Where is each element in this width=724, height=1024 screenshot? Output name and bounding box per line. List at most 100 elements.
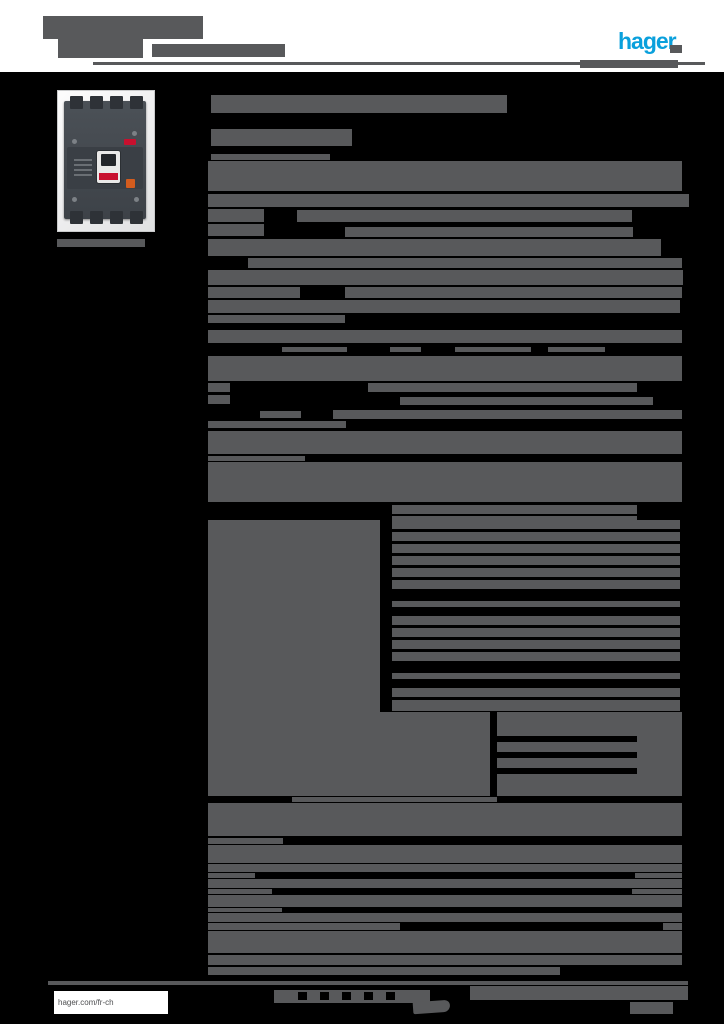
redacted-text-bar xyxy=(497,768,637,774)
redacted-text-bar xyxy=(208,395,230,404)
redacted-text-bar xyxy=(292,797,497,802)
redacted-text-bar xyxy=(58,38,143,58)
redacted-text-bar xyxy=(392,700,680,711)
redacted-text-bar xyxy=(208,462,682,502)
hager-logo: hager xyxy=(618,28,677,54)
redacted-text-bar xyxy=(57,239,145,247)
redacted-text-bar xyxy=(208,889,272,894)
redacted-text-bar xyxy=(342,992,351,1000)
redacted-text-bar xyxy=(208,864,682,872)
redacted-text-bar xyxy=(208,923,400,930)
redacted-text-bar xyxy=(632,889,682,894)
redacted-text-bar xyxy=(48,981,688,985)
redacted-text-bar xyxy=(208,895,682,907)
redacted-text-bar xyxy=(497,736,637,742)
product-photo xyxy=(57,90,155,232)
redacted-text-bar xyxy=(208,421,346,428)
redacted-text-bar xyxy=(208,383,230,392)
redacted-text-bar xyxy=(345,227,633,237)
redacted-text-bar xyxy=(211,129,352,146)
redacted-text-bar xyxy=(392,601,680,607)
redacted-text-bar xyxy=(208,845,682,863)
redacted-text-bar xyxy=(663,923,682,930)
redacted-text-bar xyxy=(333,410,682,419)
breaker-red-stripe xyxy=(99,173,118,180)
redacted-text-bar xyxy=(392,628,680,637)
redacted-text-bar xyxy=(208,209,264,222)
redacted-text-bar xyxy=(208,194,689,207)
redacted-text-bar xyxy=(208,712,490,796)
redacted-text-bar xyxy=(211,95,507,113)
redacted-text-bar xyxy=(208,239,661,256)
screw-icon xyxy=(134,197,139,202)
redacted-text-bar xyxy=(298,992,307,1000)
redacted-text-bar xyxy=(208,224,264,236)
redacted-text-bar xyxy=(208,300,680,313)
redacted-text-bar xyxy=(208,356,682,381)
redacted-text-bar xyxy=(497,752,637,758)
breaker-toggle-plate xyxy=(97,151,120,183)
redacted-text-bar xyxy=(152,44,285,57)
breaker-brand-mark xyxy=(124,139,136,145)
redacted-text-bar xyxy=(392,568,680,577)
breaker-terminal xyxy=(130,96,143,109)
redacted-text-bar xyxy=(208,838,283,844)
redacted-text-bar xyxy=(208,955,682,965)
screw-icon xyxy=(72,139,77,144)
redacted-text-bar xyxy=(93,62,705,65)
screw-icon xyxy=(132,131,137,136)
redacted-text-bar xyxy=(282,347,347,352)
redacted-text-bar xyxy=(208,931,682,953)
redacted-text-bar xyxy=(208,330,682,343)
breaker-terminal xyxy=(110,96,123,109)
footer-site-link[interactable]: hager.com/fr-ch xyxy=(58,998,114,1007)
redacted-text-bar xyxy=(368,383,637,392)
redacted-text-bar xyxy=(386,992,395,1000)
breaker-test-button xyxy=(126,179,135,188)
redacted-text-bar xyxy=(548,347,605,352)
redacted-text-bar xyxy=(208,161,682,191)
redacted-text-bar xyxy=(400,397,653,405)
redacted-text-bar xyxy=(392,616,680,625)
redacted-text-bar xyxy=(260,411,301,418)
redacted-text-bar xyxy=(208,803,682,836)
redacted-text-bar xyxy=(630,1002,673,1014)
redacted-text-bar xyxy=(208,873,255,878)
redacted-text-bar xyxy=(392,505,637,514)
redacted-text-bar xyxy=(392,673,680,679)
breaker-terminal xyxy=(110,211,123,224)
redacted-text-bar xyxy=(345,287,682,298)
redacted-text-bar xyxy=(208,456,305,461)
breaker-toggle-handle xyxy=(101,154,116,166)
redacted-text-bar xyxy=(208,908,282,912)
redacted-text-bar xyxy=(392,532,680,541)
redacted-text-bar xyxy=(635,873,682,878)
redacted-text-bar xyxy=(43,16,203,39)
redacted-text-bar xyxy=(297,210,632,222)
footer-signature-mark xyxy=(412,999,451,1015)
redacted-text-bar xyxy=(392,520,680,529)
redacted-text-bar xyxy=(392,640,680,649)
redacted-text-bar xyxy=(392,652,680,661)
redacted-text-bar xyxy=(670,45,682,53)
redacted-text-bar xyxy=(320,992,329,1000)
redacted-text-bar xyxy=(208,520,380,712)
redacted-text-bar xyxy=(392,688,680,697)
redacted-text-bar xyxy=(392,556,680,565)
redacted-text-bar xyxy=(248,258,682,268)
breaker-rating-label xyxy=(74,159,92,179)
redacted-text-bar xyxy=(455,347,531,352)
breaker-terminal xyxy=(90,211,103,224)
redacted-text-bar xyxy=(392,580,680,589)
breaker-body xyxy=(64,96,146,224)
screw-icon xyxy=(72,197,77,202)
redacted-text-bar xyxy=(211,154,330,160)
redacted-text-bar xyxy=(208,879,682,888)
breaker-terminal xyxy=(70,211,83,224)
redacted-text-bar xyxy=(470,986,688,1000)
breaker-terminal xyxy=(70,96,83,109)
redacted-text-bar xyxy=(208,967,560,975)
redacted-text-bar xyxy=(364,992,373,1000)
redacted-text-bar xyxy=(208,431,682,454)
